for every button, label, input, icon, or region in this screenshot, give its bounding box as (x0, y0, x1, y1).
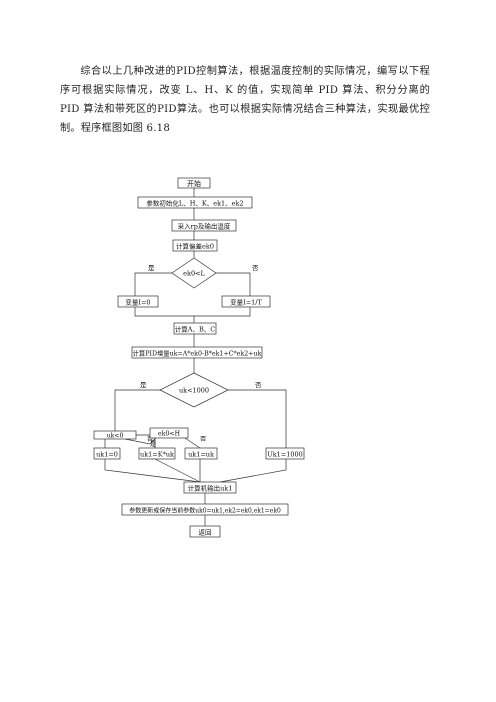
start-node: 开始 (177, 177, 211, 189)
sample-node: 采入rp及输出温度 (171, 219, 237, 232)
calc-abc-node: 计算A、B、C (173, 322, 217, 335)
svg-text:uk1=uk: uk1=uk (188, 451, 214, 459)
decision-uk-lt-1000: uk<1000 是 否 (140, 372, 262, 408)
update-node: 参数更新或保存当前参数uk0=uk1,ek2=ek0,ek1=ek0 (121, 503, 289, 516)
svg-text:否: 否 (200, 436, 206, 443)
svg-text:返回: 返回 (199, 529, 212, 537)
calc-pid-node: 计算PID增量uk=A*ek0-B*ek1+C*ek2+uk (131, 346, 263, 359)
svg-text:变量I=0: 变量I=0 (125, 298, 150, 307)
uk-eq-node: uk1=uk (184, 447, 218, 460)
svg-text:开始: 开始 (187, 179, 201, 188)
svg-text:uk<0: uk<0 (107, 433, 124, 440)
svg-text:否: 否 (147, 436, 153, 443)
uk-zero-node: uk1=0 (93, 447, 121, 460)
svg-text:Uk1=1000: Uk1=1000 (267, 451, 303, 459)
uk-max-node: Uk1=1000 (265, 447, 305, 460)
svg-text:计算偏差ek0: 计算偏差ek0 (176, 242, 214, 251)
svg-text:计算机输出uk1: 计算机输出uk1 (188, 484, 233, 493)
svg-text:是: 是 (150, 441, 156, 448)
svg-text:ek0<H: ek0<H (158, 431, 181, 438)
var-zero-node: 变量I=0 (117, 295, 159, 308)
uk-k-node: uk1=K*uk (138, 447, 176, 460)
svg-text:uk<1000: uk<1000 (179, 387, 209, 395)
svg-text:是: 是 (148, 264, 155, 272)
var-one-node: 变量I=1/T (221, 295, 271, 308)
decision-ek0-lt-h: ek0<H 是 否 (149, 427, 206, 448)
svg-text:ek0<L: ek0<L (183, 270, 205, 278)
svg-text:否: 否 (255, 381, 262, 389)
end-node: 返回 (189, 525, 221, 538)
calc-error-node: 计算偏差ek0 (172, 239, 218, 252)
svg-text:计算A、B、C: 计算A、B、C (175, 325, 215, 334)
svg-text:uk1=0: uk1=0 (96, 451, 118, 459)
decision-uk-lt-0: uk<0 否 (93, 430, 153, 443)
decision-error-lt-l: ek0<L 是 否 (148, 257, 259, 289)
svg-text:变量I=1/T: 变量I=1/T (230, 298, 262, 307)
svg-text:计算PID增量uk=A*ek0-B*ek1+C*ek2+uk: 计算PID增量uk=A*ek0-B*ek1+C*ek2+uk (133, 349, 262, 358)
svg-text:否: 否 (252, 264, 259, 272)
svg-text:参数更新或保存当前参数uk0=uk1,ek2=ek0,ek1: 参数更新或保存当前参数uk0=uk1,ek2=ek0,ek1=ek0 (129, 507, 281, 515)
svg-text:参数初始化L、H、K、ek1、ek2: 参数初始化L、H、K、ek1、ek2 (146, 199, 243, 208)
output-node: 计算机输出uk1 (183, 481, 237, 494)
svg-text:uk1=K*uk: uk1=K*uk (140, 451, 174, 459)
intro-paragraph: 综合以上几种改进的PID控制算法，根据温度控制的实际情况，编写以下程序可根据实际… (60, 66, 430, 134)
init-node: 参数初始化L、H、K、ek1、ek2 (137, 196, 253, 209)
svg-text:采入rp及输出温度: 采入rp及输出温度 (178, 222, 231, 231)
svg-text:是: 是 (140, 381, 147, 389)
flowchart-connectors (104, 188, 287, 526)
